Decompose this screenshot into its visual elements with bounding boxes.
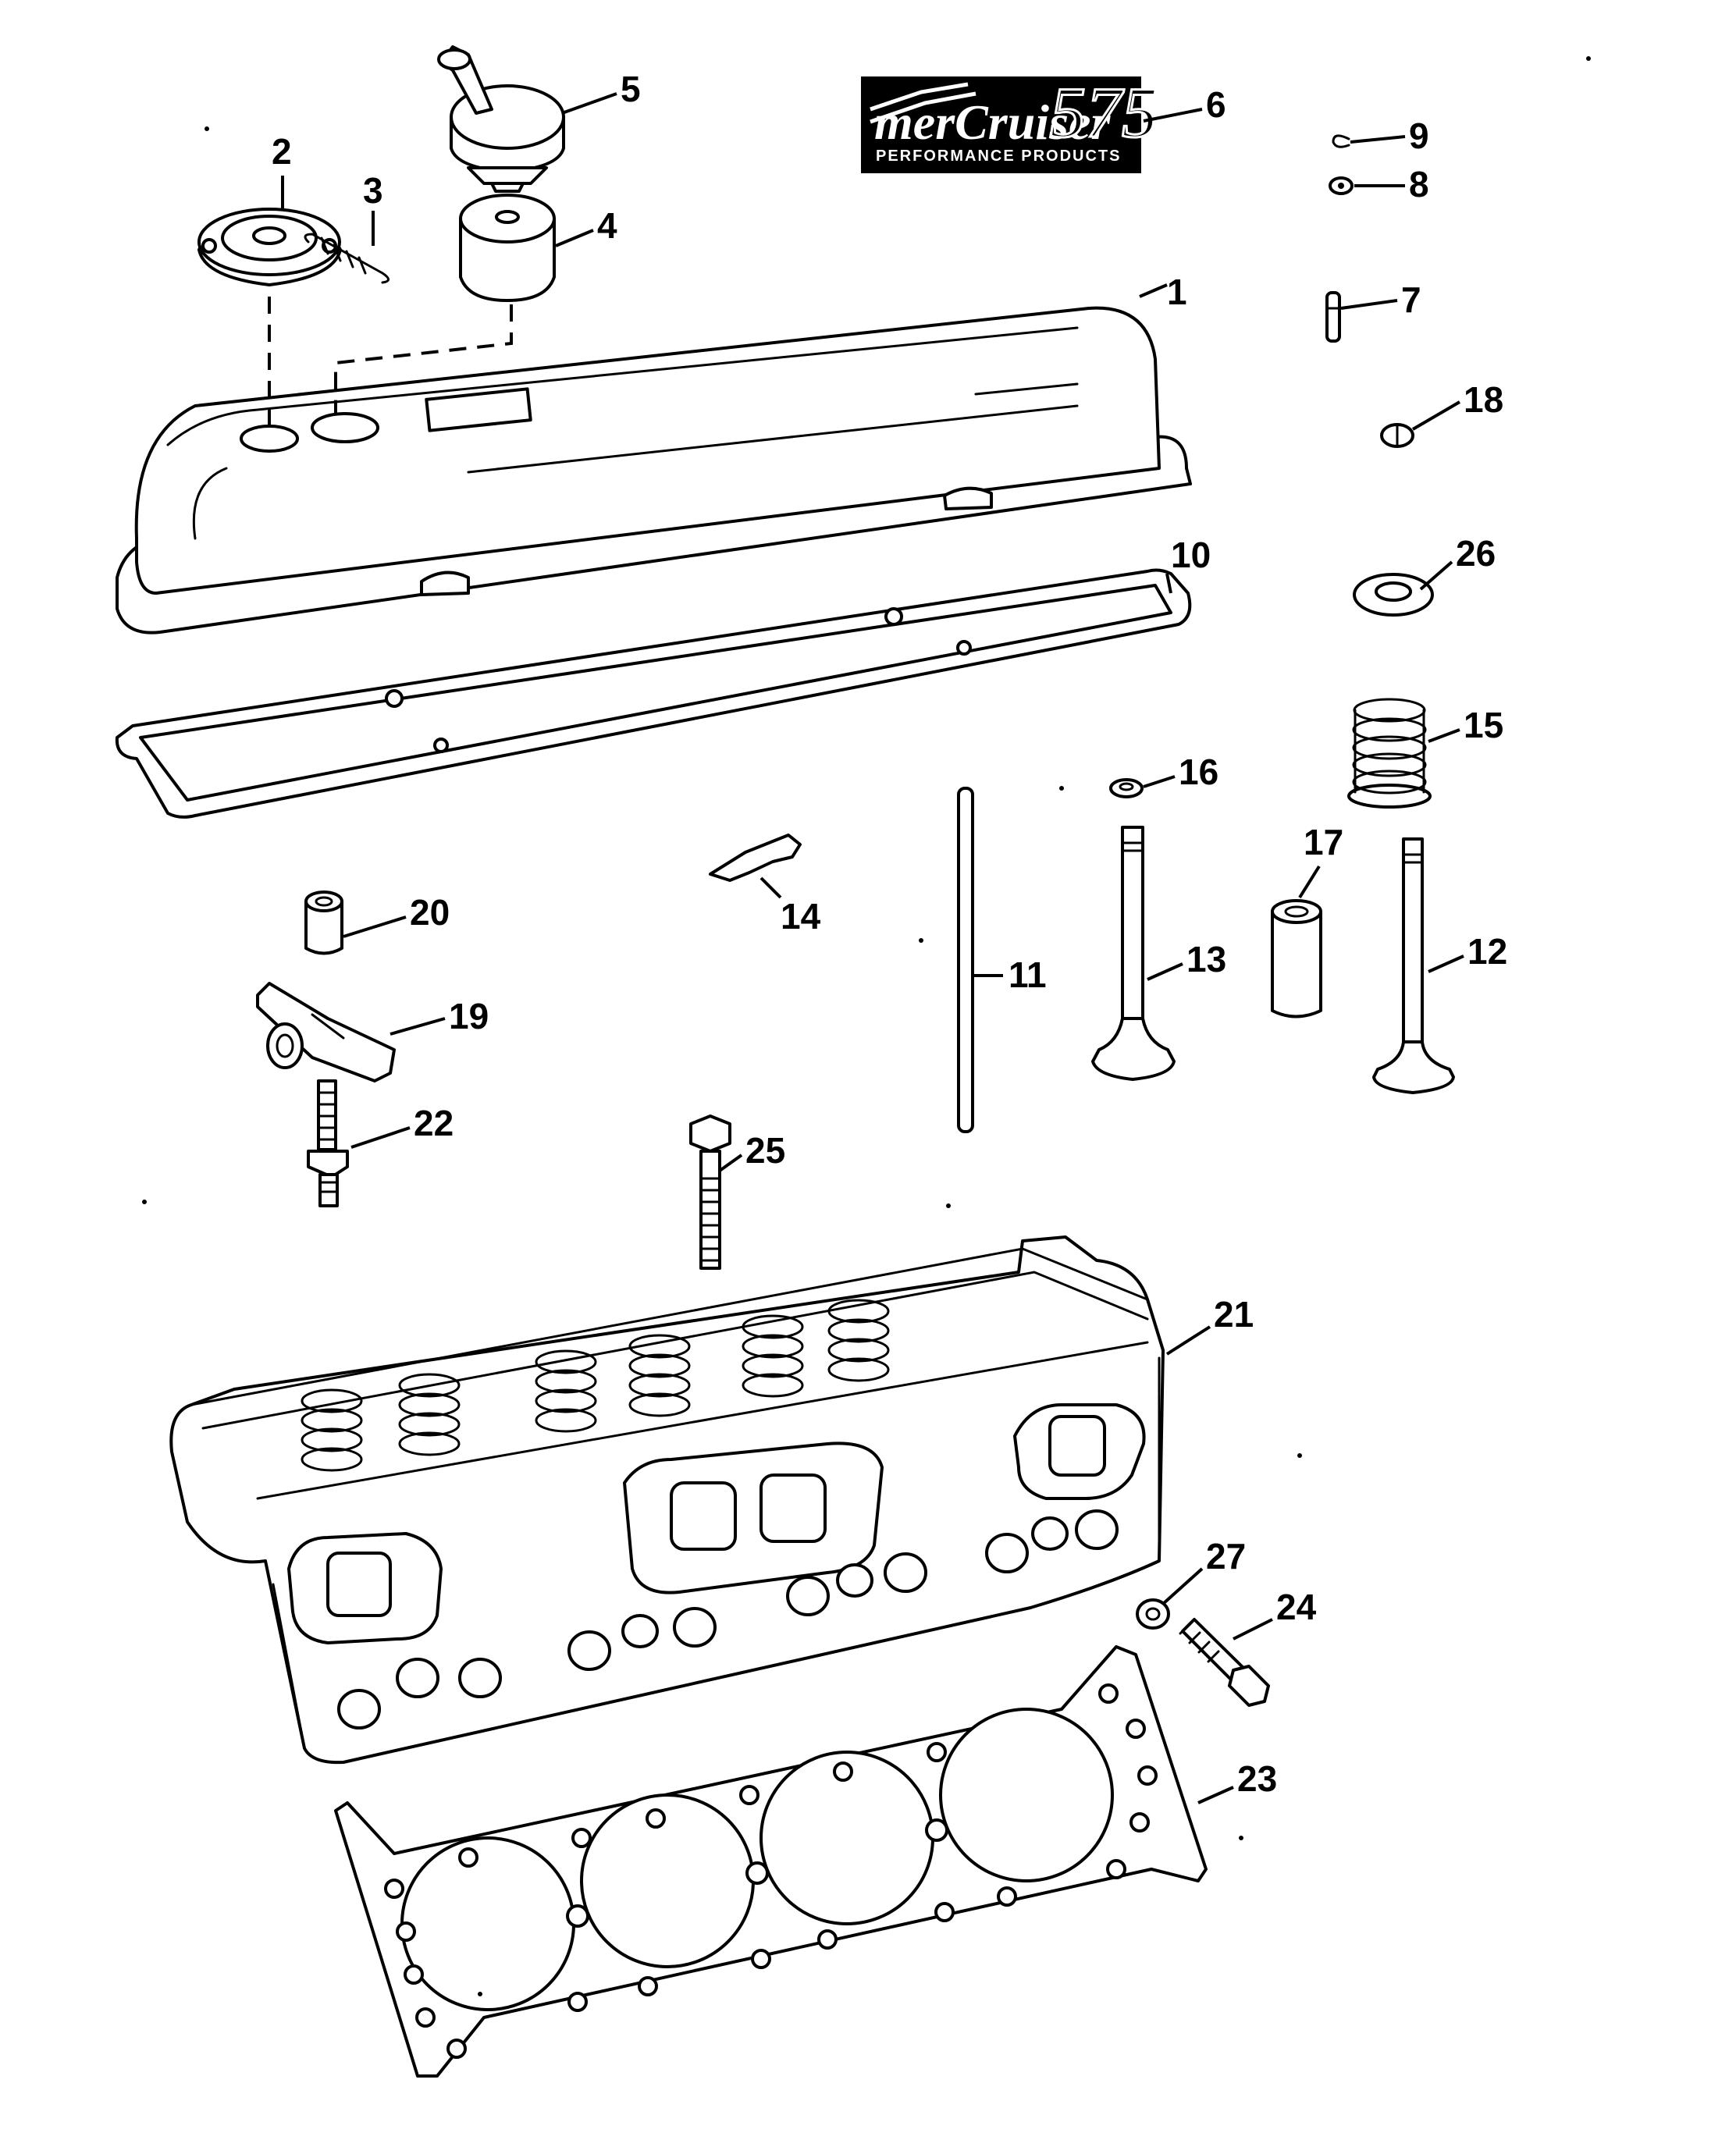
callout-7: 7 [1401,279,1421,320]
callout-13: 13 [1186,939,1226,979]
callout-18: 18 [1464,379,1503,420]
callout-16: 16 [1179,752,1218,792]
callout-8: 8 [1409,164,1429,204]
head-gasket-holes [384,1683,1158,2059]
part-9-retaining-clip [1332,134,1350,148]
part-23-head-gasket [334,1645,1208,2078]
part-3-spring-clip [304,233,390,284]
callout-21: 21 [1214,1294,1254,1335]
callout-4: 4 [597,205,617,246]
callout-25: 25 [745,1130,785,1171]
callout-24: 24 [1276,1587,1317,1627]
part-25-head-bolt [689,1114,731,1270]
callout-6: 6 [1206,84,1226,125]
callout-9: 9 [1409,116,1429,156]
part-7-pin [1325,291,1341,343]
callout-12: 12 [1467,931,1507,972]
part-13-intake-valve [1091,826,1176,1081]
cylinder-head-bolt-bosses [337,1509,1119,1729]
badge-brand-text: merCruiser [874,94,1111,150]
part-10-valve-cover-gasket [115,568,1192,819]
part-21-cylinder-head [169,1235,1165,1765]
callout-2: 2 [272,131,292,172]
part-20-rocker-nut [304,890,343,955]
badge-subtitle-text: PERFORMANCE PRODUCTS [876,148,1121,165]
callout-labels: 1 2 3 4 5 6 7 8 9 10 11 12 13 14 15 16 1… [272,69,1507,1799]
part-4-grommet [459,194,556,302]
part-11-pushrod [957,787,974,1133]
callout-11: 11 [1009,954,1047,995]
callout-22: 22 [414,1103,454,1143]
part-2-oil-filler-cap [197,208,342,286]
part-15-valve-spring [1347,698,1432,809]
part-8-nut [1329,176,1354,195]
part-14-lock-tab [709,834,802,882]
callout-27: 27 [1206,1536,1246,1577]
callout-20: 20 [410,892,450,933]
leader-lines [281,92,1464,1804]
part-12-exhaust-valve [1372,837,1455,1094]
cylinder-head-valve-springs [301,1299,890,1472]
part-1-valve-cover [116,306,1192,635]
callout-5: 5 [621,69,641,109]
scan-specks [142,56,1591,1996]
assembly-line-grommet [334,304,513,414]
part-19-rocker-arm [256,982,396,1082]
part-16-valve-stem-seal [1109,778,1144,798]
callout-14: 14 [781,896,821,937]
callout-17: 17 [1304,822,1343,862]
part-27-washer [1136,1598,1170,1630]
callout-15: 15 [1464,705,1503,745]
callout-19: 19 [449,996,489,1036]
callout-3: 3 [363,170,383,211]
callout-23: 23 [1237,1758,1277,1799]
callout-1: 1 [1167,272,1187,312]
part-17-valve-guide [1271,899,1322,1018]
part-6-mercruiser-575-badge: merCruiser 575 PERFORMANCE PRODUCTS [861,72,1159,173]
part-22-rocker-stud [307,1079,349,1207]
part-5-breather-filter [437,45,565,193]
part-18-valve-keeper [1380,423,1414,448]
part-26-spring-retainer [1353,573,1434,617]
callout-26: 26 [1456,533,1496,574]
callout-10: 10 [1171,535,1211,575]
badge-model-text: 575 [1050,73,1158,152]
part-24-bolt [1179,1618,1270,1707]
